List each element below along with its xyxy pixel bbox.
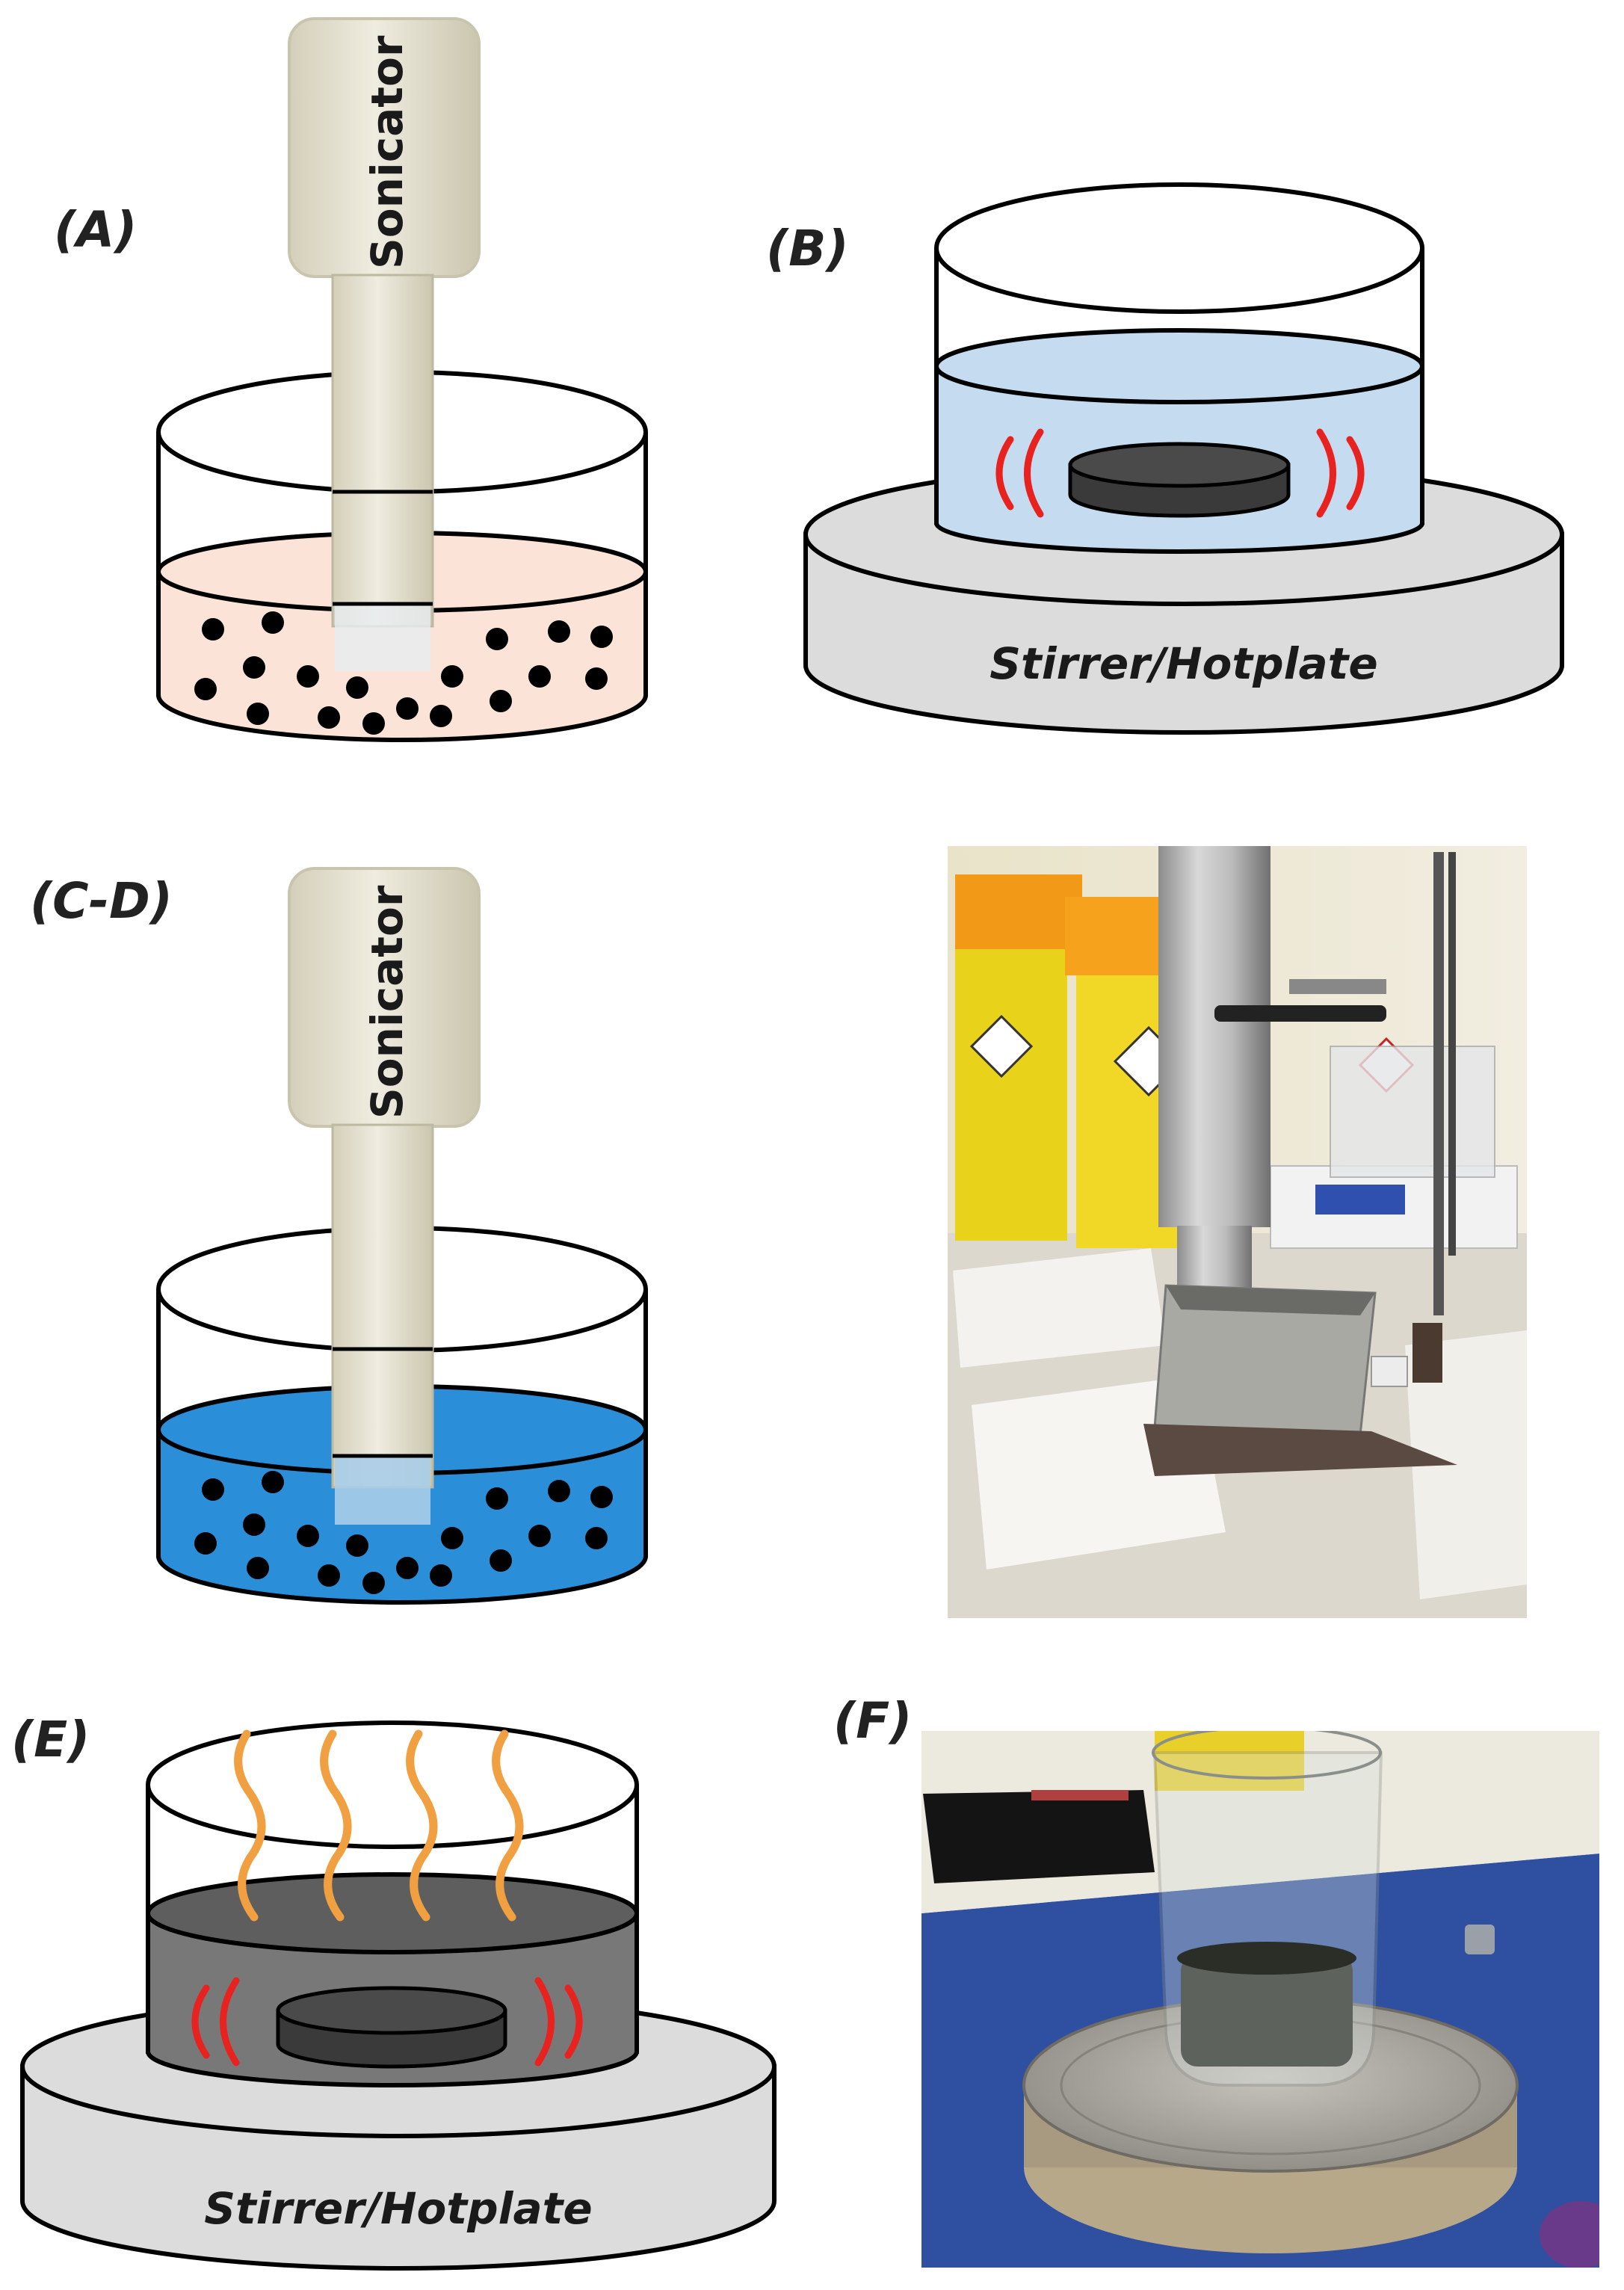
panel-cd: (C-D) Sonicator [30, 867, 648, 1605]
photo-sonicator-setup [948, 846, 1527, 1618]
panel-e: (E) Stirrer/Hotplate [11, 1711, 777, 2271]
panel-e-label: (E) [11, 1711, 90, 1768]
stir-motion-marks-e [191, 1977, 583, 2067]
panel-b-label: (B) [766, 220, 849, 277]
hotplate-b-label: Stirrer/Hotplate [989, 638, 1377, 689]
panel-b: (B) Stirrer/Hotplate [766, 182, 1564, 735]
sonicator-a-label: Sonicator [362, 35, 413, 269]
panel-f: (F) [833, 1692, 1599, 2268]
stir-bar-e [276, 1986, 507, 2069]
panel-a-label: (A) [54, 201, 137, 259]
sonicator-a: Sonicator [288, 17, 481, 671]
hotplate-e-label: Stirrer/Hotplate [204, 2183, 592, 2234]
nanoparticles-cd [194, 1471, 613, 1594]
stir-bar-b [1068, 442, 1291, 518]
nanoparticles-a [194, 611, 613, 735]
stir-motion-marks-b [995, 428, 1365, 518]
panel-cd-label: (C-D) [30, 872, 173, 930]
sonicator-cd: Sonicator [288, 867, 481, 1525]
heat-waves [234, 1729, 524, 1922]
panel-f-label: (F) [833, 1692, 912, 1750]
sonicator-cd-label: Sonicator [362, 885, 413, 1119]
photo-hotplate-beaker [921, 1731, 1599, 2268]
panel-a: (A) Sonicator [54, 17, 648, 742]
